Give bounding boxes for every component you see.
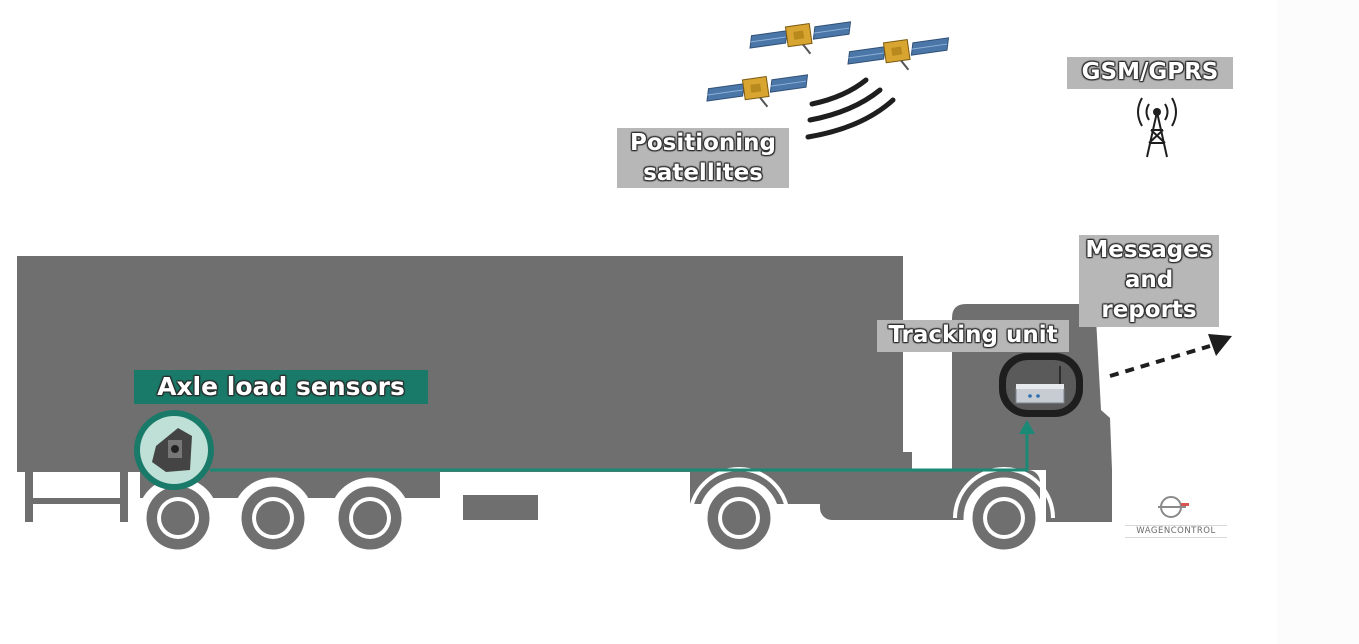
axle-load-sensors-label: Axle load sensors	[134, 370, 428, 404]
signal-waves-icon	[805, 77, 896, 140]
truck-silhouette	[17, 256, 1112, 522]
radio-tower-icon	[1137, 97, 1177, 158]
right-margin	[1277, 0, 1359, 644]
axle-sensor-icon	[134, 410, 214, 490]
satellite-icon	[746, 16, 856, 63]
messages-reports-label: Messages and reports	[1079, 235, 1219, 327]
tracking-unit-label: Tracking unit	[877, 320, 1069, 352]
wagencontrol-logo	[1158, 496, 1189, 518]
positioning-satellites-label: Positioning satellites	[617, 128, 789, 188]
satellite-icon	[703, 69, 813, 116]
dashed-arrow-icon	[1109, 334, 1232, 378]
wheels	[137, 477, 1045, 559]
brand-wordmark: WAGENCONTROL	[1125, 525, 1227, 538]
satellite-icon	[844, 32, 954, 79]
tracking-device-icon	[1015, 366, 1065, 404]
cable-arrowhead	[1019, 420, 1035, 434]
gsm-gprs-label: GSM/GPRS	[1067, 57, 1233, 89]
sensor-cable	[210, 430, 1029, 472]
